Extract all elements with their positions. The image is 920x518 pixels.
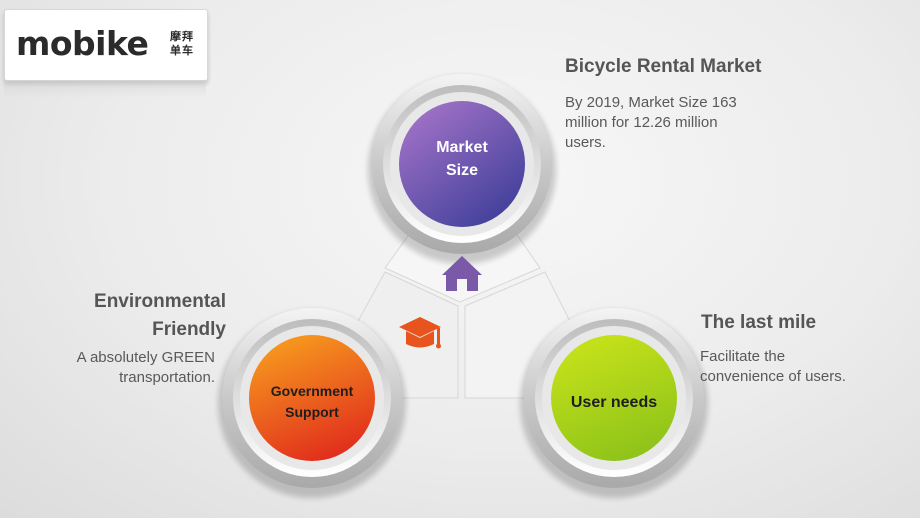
house-icon <box>442 256 482 291</box>
left-description-line2: transportation. <box>119 369 215 386</box>
logo-reflection <box>4 80 206 98</box>
top-title: Bicycle Rental Market <box>565 56 762 77</box>
left-description: A absolutely GREEN transportation. <box>20 348 215 388</box>
right-title: The last mile <box>701 312 817 333</box>
mobike-logo: mobike 摩拜单车 <box>4 9 208 81</box>
top-description-line3: users. <box>565 134 606 151</box>
left-title-line1: Environmental <box>94 291 226 312</box>
market-size-label: Market Size <box>412 136 512 182</box>
logo-chinese-text: 摩拜单车 <box>170 30 194 57</box>
market-size-label-line2: Size <box>445 162 478 179</box>
top-description-line1: By 2019, Market Size 163 <box>565 94 737 111</box>
right-description-line2: convenience of users. <box>700 368 846 385</box>
left-title: Environmental Friendly <box>40 288 226 344</box>
graduation-cap-icon <box>399 317 441 349</box>
user-needs-label-text: User needs <box>570 394 658 411</box>
top-description-line2: million for 12.26 million <box>565 114 718 131</box>
node-market-size <box>368 74 556 264</box>
top-description: By 2019, Market Size 163 million for 12.… <box>565 93 737 153</box>
logo-wordmark: mobike <box>16 24 149 63</box>
node-government-support <box>218 308 406 498</box>
user-needs-label: User needs <box>554 392 674 414</box>
market-size-label-line1: Market <box>436 139 488 156</box>
government-support-label-line1: Government <box>270 383 354 399</box>
left-description-line1: A absolutely GREEN <box>76 349 215 366</box>
left-title-line2: Friendly <box>152 319 226 340</box>
right-description-line1: Facilitate the <box>700 348 786 365</box>
government-support-label-line2: Support <box>285 404 339 420</box>
right-description: Facilitate the convenience of users. <box>700 347 846 387</box>
node-user-needs <box>520 308 708 498</box>
government-support-label: Government Support <box>257 381 367 423</box>
